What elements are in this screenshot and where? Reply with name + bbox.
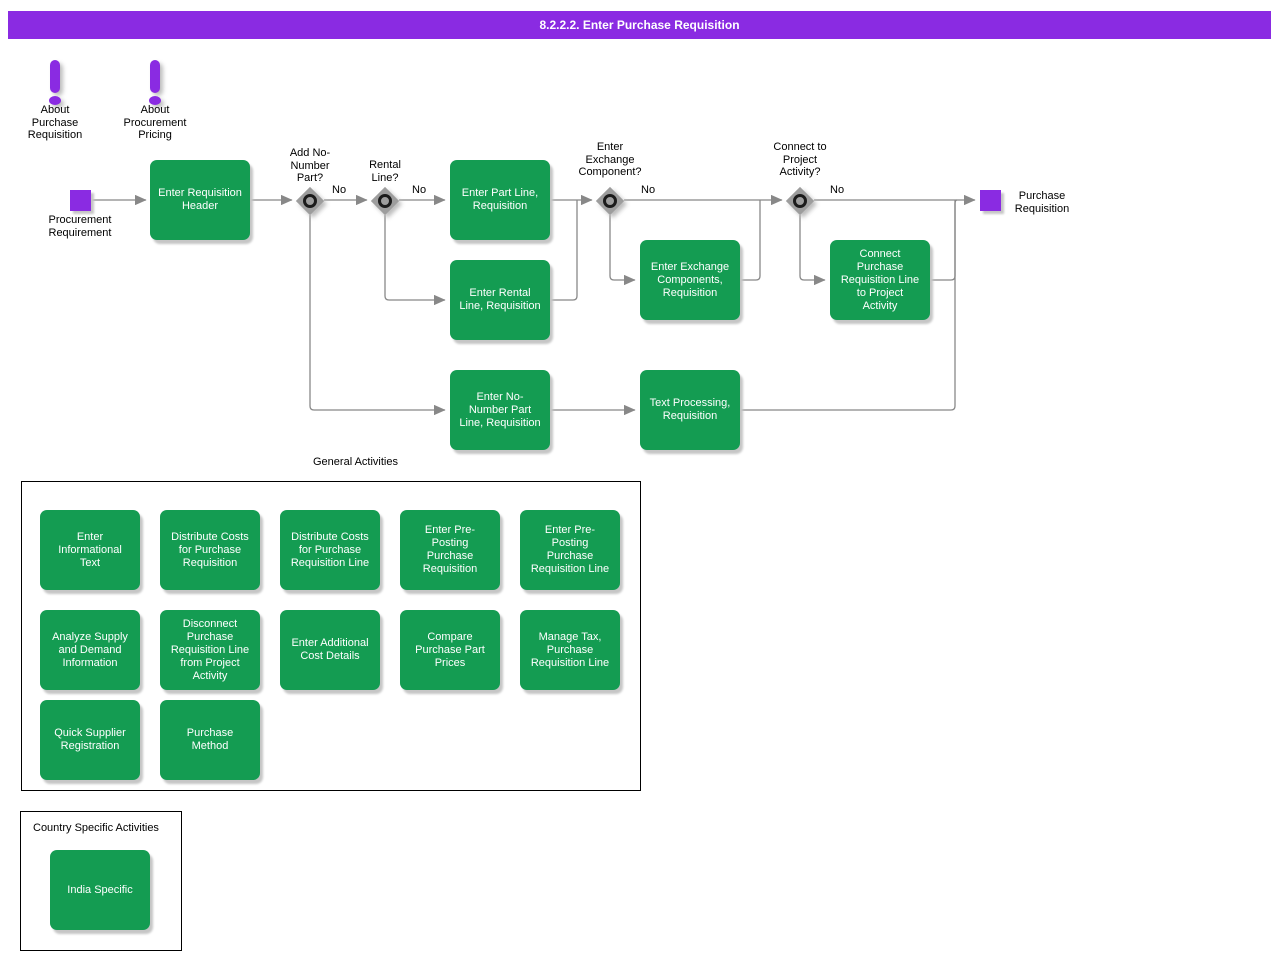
about-procurement-pricing-label: About Procurement Pricing <box>123 104 187 141</box>
activity-enter-pre-posting-purchase-requisition[interactable]: Enter Pre- Posting Purchase Requisition <box>400 510 500 590</box>
start-node-procurement-requirement[interactable] <box>70 190 91 211</box>
activity-enter-informational-text[interactable]: Enter Informational Text <box>40 510 140 590</box>
page-title: 8.2.2.2. Enter Purchase Requisition <box>8 11 1271 39</box>
decision-rental-line[interactable] <box>370 186 400 216</box>
activity-disconnect-purchase-requisition-line-from-project-activity[interactable]: Disconnect Purchase Requisition Line fro… <box>160 610 260 690</box>
activity-distribute-costs-for-purchase-requisition-line[interactable]: Distribute Costs for Purchase Requisitio… <box>280 510 380 590</box>
gateway-circle-icon <box>793 194 807 208</box>
activity-enter-pre-posting-purchase-requisition-line[interactable]: Enter Pre- Posting Purchase Requisition … <box>520 510 620 590</box>
activity-analyze-supply-and-demand-information[interactable]: Analyze Supply and Demand Information <box>40 610 140 690</box>
exclamation-dot <box>49 96 61 105</box>
decision-connect-to-project-activity[interactable] <box>785 186 815 216</box>
gateway-circle-icon <box>303 194 317 208</box>
decision-rental-line-label: Rental Line? <box>369 159 401 184</box>
branch-no-label: No <box>412 184 427 196</box>
activity-enter-requisition-header[interactable]: Enter Requisition Header <box>150 160 250 240</box>
gateway-circle-icon <box>603 194 617 208</box>
decision-add-no-number-part-label: Add No- Number Part? <box>289 147 331 184</box>
exclamation-bar <box>150 60 160 93</box>
branch-no-label: No <box>830 184 845 196</box>
country-specific-activities-title: Country Specific Activities <box>33 822 159 834</box>
start-node-label: Procurement Requirement <box>48 214 112 239</box>
branch-no-label: No <box>641 184 656 196</box>
exclamation-bar <box>50 60 60 93</box>
about-purchase-requisition-label: About Purchase Requisition <box>27 104 83 141</box>
activity-enter-part-line-requisition[interactable]: Enter Part Line, Requisition <box>450 160 550 240</box>
end-node-label: Purchase Requisition <box>1014 190 1070 215</box>
activity-manage-tax-purchase-requisition-line[interactable]: Manage Tax, Purchase Requisition Line <box>520 610 620 690</box>
decision-add-no-number-part[interactable] <box>295 186 325 216</box>
decision-enter-exchange-component[interactable] <box>595 186 625 216</box>
activity-enter-rental-line-requisition[interactable]: Enter Rental Line, Requisition <box>450 260 550 340</box>
gateway-circle-icon <box>378 194 392 208</box>
activity-enter-exchange-components-requisition[interactable]: Enter Exchange Components, Requisition <box>640 240 740 320</box>
activity-enter-no-number-part-line-requisition[interactable]: Enter No- Number Part Line, Requisition <box>450 370 550 450</box>
decision-connect-to-project-activity-label: Connect to Project Activity? <box>773 141 827 178</box>
branch-no-label: No <box>332 184 347 196</box>
activity-distribute-costs-for-purchase-requisition[interactable]: Distribute Costs for Purchase Requisitio… <box>160 510 260 590</box>
end-node-purchase-requisition[interactable] <box>980 190 1001 211</box>
activity-connect-purchase-requisition-line-to-project-activity[interactable]: Connect Purchase Requisition Line to Pro… <box>830 240 930 320</box>
general-activities-title: General Activities <box>313 456 398 468</box>
activity-quick-supplier-registration[interactable]: Quick Supplier Registration <box>40 700 140 780</box>
activity-compare-purchase-part-prices[interactable]: Compare Purchase Part Prices <box>400 610 500 690</box>
activity-enter-additional-cost-details[interactable]: Enter Additional Cost Details <box>280 610 380 690</box>
about-purchase-requisition-icon[interactable] <box>45 60 65 108</box>
activity-purchase-method[interactable]: Purchase Method <box>160 700 260 780</box>
activity-india-specific[interactable]: India Specific <box>50 850 150 930</box>
exclamation-dot <box>149 96 161 105</box>
activity-text-processing-requisition[interactable]: Text Processing, Requisition <box>640 370 740 450</box>
decision-enter-exchange-component-label: Enter Exchange Component? <box>578 141 642 178</box>
about-procurement-pricing-icon[interactable] <box>145 60 165 108</box>
